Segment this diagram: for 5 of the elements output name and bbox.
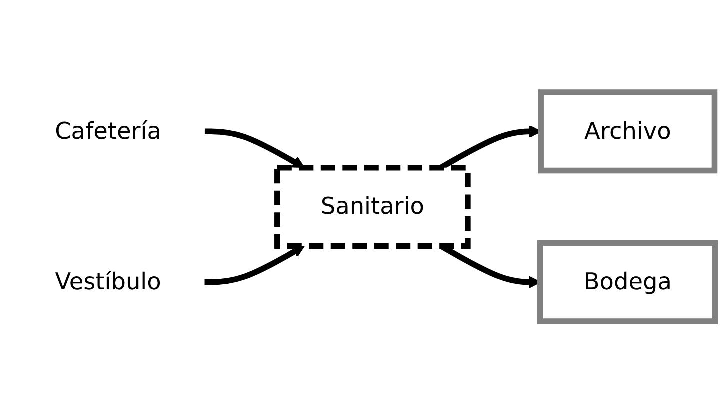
node-text: Cafetería (55, 117, 162, 145)
node-box: Archivo (538, 90, 718, 174)
node-box: Bodega (538, 240, 718, 324)
node-box: Sanitario (274, 164, 471, 250)
node-text: Vestíbulo (55, 268, 162, 296)
